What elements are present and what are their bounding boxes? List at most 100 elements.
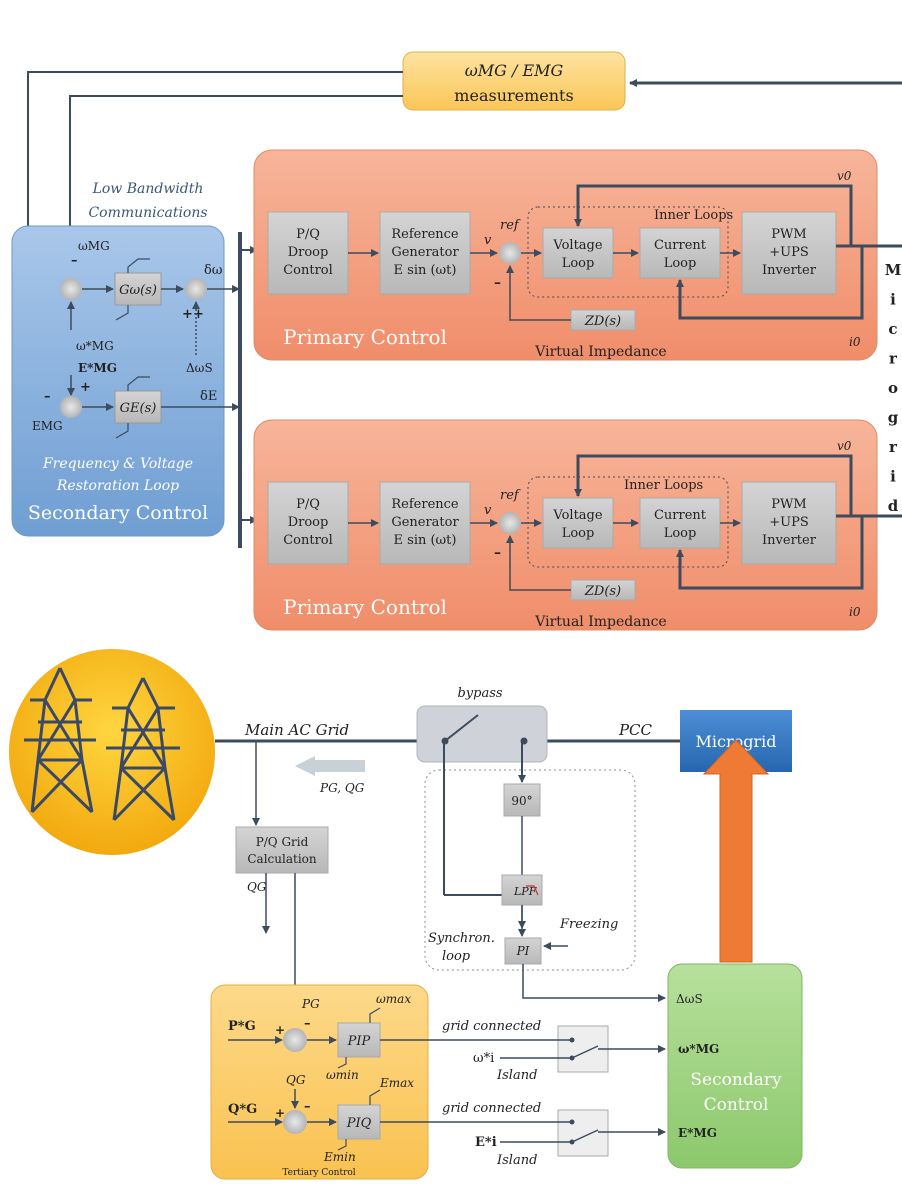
- g-omega-text: Gω(s): [119, 283, 157, 298]
- comm-label-2: Communications: [88, 205, 207, 221]
- pi-p-label: PIP: [347, 1034, 371, 1049]
- voltage-loop-line-1: Voltage: [552, 508, 602, 523]
- loop-label-1: Frequency & Voltage: [42, 456, 193, 472]
- ref-minus: –: [494, 275, 501, 291]
- pq-grid-line-1: P/Q Grid: [256, 835, 309, 849]
- refgen-line-1: Reference: [391, 497, 459, 512]
- q-plus: +: [275, 1106, 285, 1120]
- pg-qg-flow-arrow: [295, 756, 365, 776]
- qg-input-label: QG: [286, 1073, 306, 1087]
- p-plus: +: [275, 1023, 285, 1037]
- inner-loops-label: Inner Loops: [654, 208, 733, 223]
- v-label: v: [484, 233, 492, 248]
- qg-label: QG: [247, 880, 267, 894]
- microgrid-letter: r: [889, 350, 898, 368]
- comm-label-1: Low Bandwidth: [92, 181, 204, 197]
- pg-input-label: PG: [301, 997, 320, 1011]
- omega-ref-mg-label: ω*MG: [678, 1042, 719, 1056]
- v-label: v: [484, 503, 492, 518]
- droop-line-3: Control: [283, 263, 333, 278]
- microgrid-letter: d: [888, 497, 899, 515]
- island-label-2: Island: [496, 1153, 537, 1168]
- microgrid-letter: i: [890, 468, 896, 486]
- pq-grid-calculation-block: [235, 826, 329, 874]
- ref-minus: –: [494, 545, 501, 561]
- voltage-loop-line-2: Loop: [562, 256, 595, 271]
- pi-q-label: PIQ: [346, 1116, 372, 1131]
- delta-e-label: δE: [200, 389, 217, 404]
- pi-p-block: [337, 1022, 381, 1058]
- primary-control-unit-1: P/Q Droop Control Reference Generator E …: [253, 149, 902, 361]
- e-mode-switch[interactable]: [380, 1109, 666, 1157]
- omg-feedback-line: [66, 95, 403, 273]
- delta-omega-s-label: ΔωS: [186, 361, 213, 375]
- ref-label: ref: [500, 218, 521, 233]
- current-loop-block: [639, 497, 721, 549]
- minus-sign-2: –: [44, 389, 51, 404]
- g-e-text: GE(s): [120, 401, 157, 416]
- main-grid-tower-icon: [9, 649, 215, 855]
- plus-sign-2: +: [193, 307, 204, 322]
- current-loop-line-2: Loop: [664, 526, 697, 541]
- omega-i-label: ω*i: [473, 1051, 494, 1066]
- zd-text: ZD(s): [584, 584, 621, 599]
- inner-loops-frame: [527, 476, 729, 568]
- microgrid-letter: i: [890, 291, 896, 309]
- pwm-line-3: Inverter: [762, 263, 817, 278]
- pwm-line-3: Inverter: [762, 533, 817, 548]
- omega-mg-label: ωMG: [78, 239, 110, 253]
- delta-omega-label: δω: [204, 263, 222, 278]
- droop-line-1: P/Q: [296, 227, 320, 242]
- plus-sign-3: +: [80, 380, 91, 395]
- current-loop-line-2: Loop: [664, 256, 697, 271]
- microgrid-letter: M: [885, 261, 902, 279]
- freezing-label: Freezing: [559, 917, 618, 932]
- microgrid-letter: o: [888, 379, 898, 397]
- inner-loops-label: Inner Loops: [624, 478, 703, 493]
- pwm-line-2: +UPS: [769, 245, 809, 260]
- voltage-loop-line-2: Loop: [562, 526, 595, 541]
- ref-label: ref: [500, 488, 521, 503]
- droop-control-block: [267, 211, 349, 295]
- lpf-label: LPF: [513, 885, 537, 898]
- e-i-label: E*i: [475, 1135, 497, 1150]
- synchron-loop-frame: [424, 769, 636, 971]
- droop-line-2: Droop: [288, 515, 329, 530]
- q-ref-label: Q*G: [228, 1102, 257, 1117]
- synchron-label-1: Synchron.: [428, 931, 495, 946]
- droop-line-3: Control: [283, 533, 333, 548]
- grid-connected-label-2: grid connected: [442, 1101, 541, 1116]
- d-omega-s-input-label: ΔωS: [676, 992, 703, 1006]
- primary-control-unit-2: P/Q Droop Control Reference Generator E …: [253, 419, 902, 631]
- pi-q-block: [337, 1104, 381, 1140]
- droop-line-1: P/Q: [296, 497, 320, 512]
- refgen-line-3: E sin (ωt): [394, 533, 457, 548]
- plus-sign: +: [182, 307, 193, 322]
- phase-shift-label: 90°: [511, 794, 532, 808]
- measurements-symbol: ωMG / EMG: [465, 61, 564, 80]
- pq-grid-line-2: Calculation: [247, 852, 317, 866]
- v0-label: v0: [837, 169, 852, 183]
- omega-mode-switch[interactable]: [380, 1025, 666, 1073]
- pwm-line-1: PWM: [771, 227, 806, 242]
- droop-line-2: Droop: [288, 245, 329, 260]
- current-loop-block: [639, 227, 721, 279]
- g-omega-block: [114, 272, 162, 306]
- minus-sign: –: [71, 253, 78, 268]
- pwm-line-1: PWM: [771, 497, 806, 512]
- island-label-1: Island: [496, 1068, 537, 1083]
- omega-ref-label: ω*MG: [76, 339, 114, 353]
- microgrid-letter: r: [889, 438, 898, 456]
- g-e-block: [114, 390, 162, 424]
- pcc-label: PCC: [618, 721, 653, 739]
- grid-connected-label-1: grid connected: [442, 1019, 541, 1034]
- q-sum-junction: [283, 1110, 307, 1134]
- sum-junction-e: [60, 396, 82, 418]
- orange-up-arrow: [702, 739, 770, 963]
- secondary-bottom-title-1: Secondary: [690, 1070, 782, 1090]
- main-ac-grid-label: Main AC Grid: [244, 721, 349, 739]
- tertiary-control: Tertiary Control P*G + PG – PIP ωmax ωmi…: [210, 984, 429, 1180]
- refgen-line-3: E sin (ωt): [394, 263, 457, 278]
- refgen-line-2: Generator: [391, 515, 459, 530]
